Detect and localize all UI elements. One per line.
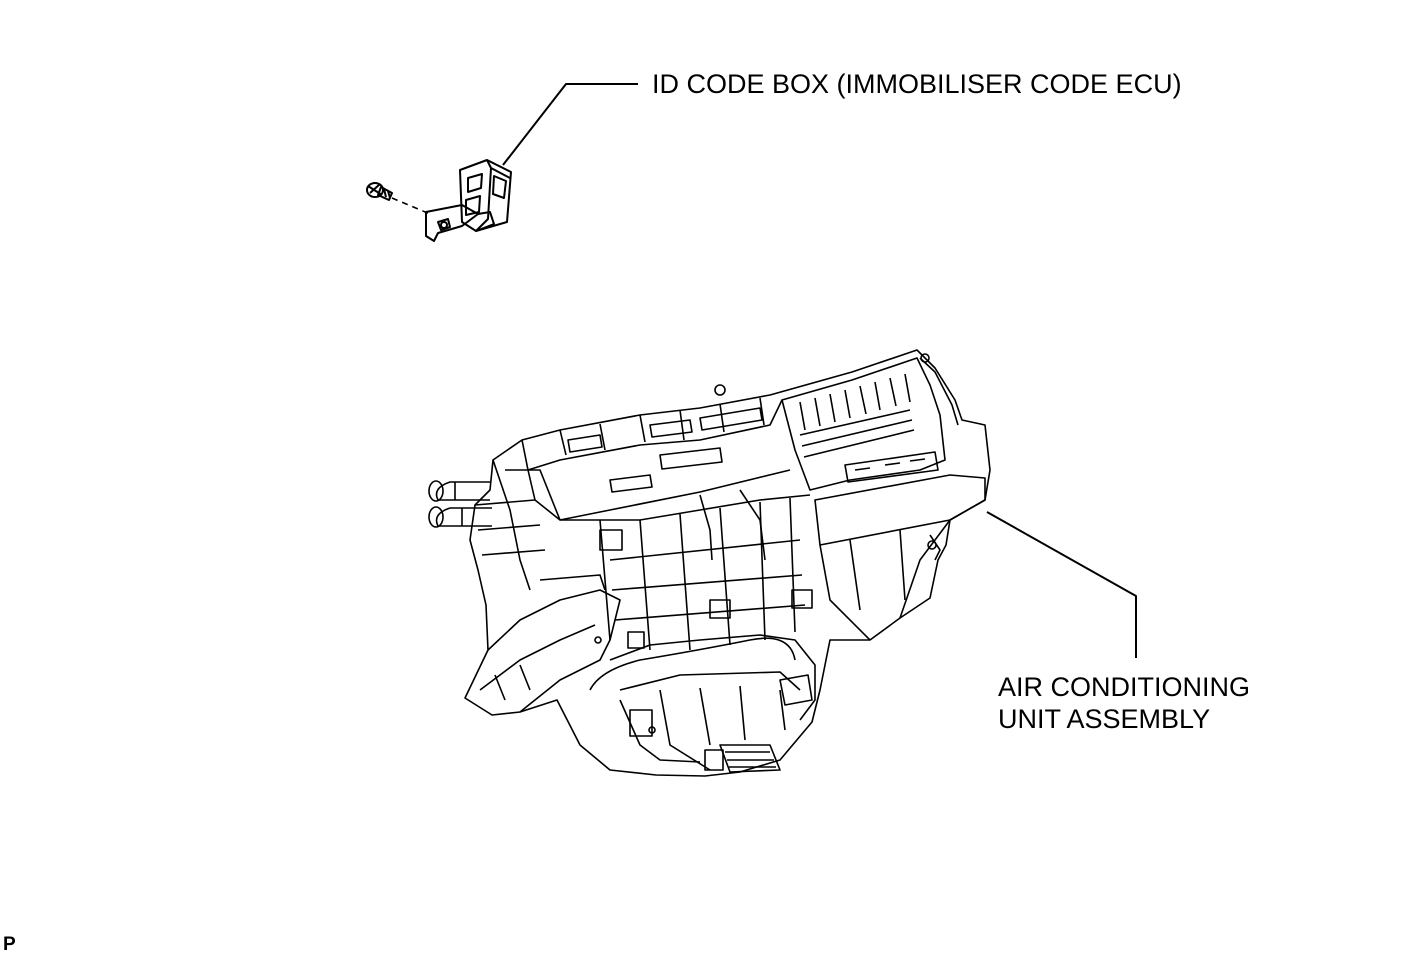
ac-unit-label: AIR CONDITIONING UNIT ASSEMBLY <box>998 671 1250 735</box>
ac-unit-label-line1: AIR CONDITIONING <box>998 672 1251 702</box>
corner-code-letter: P <box>3 934 16 955</box>
id-code-box-label: ID CODE BOX (IMMOBILISER CODE ECU) <box>652 69 1182 99</box>
ac-unit-assembly <box>429 350 990 776</box>
id-code-box-leader-line <box>503 84 638 165</box>
bolt <box>367 183 392 200</box>
id-code-box-part <box>426 160 511 241</box>
ac-unit-label-line2: UNIT ASSEMBLY <box>998 704 1211 734</box>
bolt-dashed-guide <box>392 198 430 214</box>
ac-unit-leader-line <box>987 512 1136 658</box>
